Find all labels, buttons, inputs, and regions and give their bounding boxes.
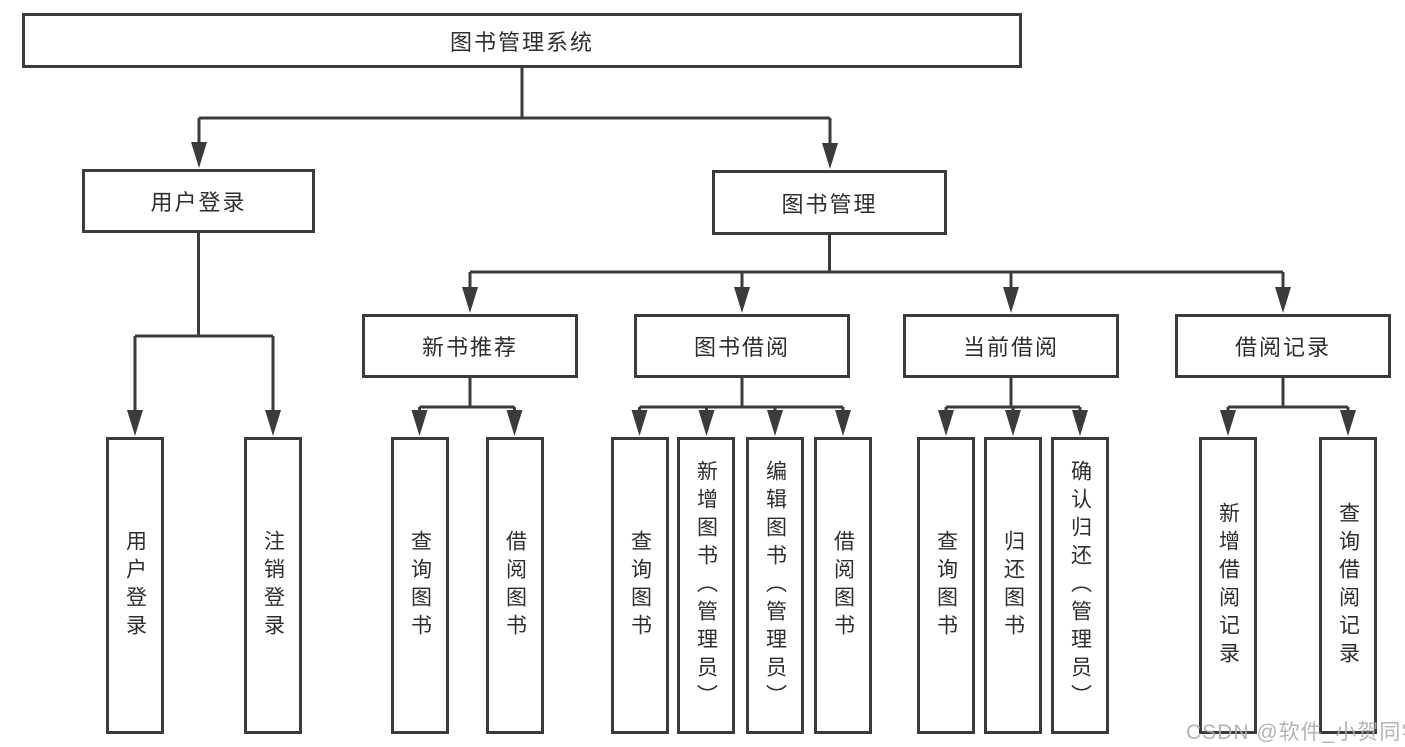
leaf-borrow-books-2: 借阅图书 bbox=[814, 437, 872, 734]
leaf-add-borrow-record: 新增借阅记录 bbox=[1199, 437, 1257, 734]
leaf-logout: 注销登录 bbox=[244, 437, 302, 734]
leaf-borrow-books-2-label: 借阅图书 bbox=[831, 529, 855, 642]
node-current-borrow: 当前借阅 bbox=[903, 314, 1119, 378]
node-user-login: 用户登录 bbox=[82, 169, 315, 233]
leaf-query-books-2-label: 查询图书 bbox=[628, 529, 652, 642]
leaf-query-books-1: 查询图书 bbox=[391, 437, 449, 734]
leaf-query-borrow-record-label: 查询借阅记录 bbox=[1336, 501, 1360, 670]
leaf-query-books-1-label: 查询图书 bbox=[408, 529, 432, 642]
leaf-confirm-return-admin: 确认归还（管理员） bbox=[1051, 437, 1109, 734]
leaf-query-borrow-record: 查询借阅记录 bbox=[1319, 437, 1377, 734]
leaf-edit-books-admin: 编辑图书（管理员） bbox=[746, 437, 804, 734]
node-book-borrow: 图书借阅 bbox=[634, 314, 850, 378]
node-borrow-records: 借阅记录 bbox=[1175, 314, 1391, 378]
leaf-confirm-return-admin-label: 确认归还（管理员） bbox=[1068, 459, 1092, 712]
leaf-add-borrow-record-label: 新增借阅记录 bbox=[1216, 501, 1240, 670]
leaf-user-login-label: 用户登录 bbox=[123, 529, 147, 642]
leaf-add-books-admin: 新增图书（管理员） bbox=[677, 437, 735, 734]
leaf-logout-label: 注销登录 bbox=[261, 529, 285, 642]
leaf-user-login: 用户登录 bbox=[106, 437, 164, 734]
arrowheads bbox=[127, 142, 1356, 436]
leaf-borrow-books-1-label: 借阅图书 bbox=[503, 529, 527, 642]
leaf-edit-books-admin-label: 编辑图书（管理员） bbox=[763, 459, 787, 712]
node-root-system: 图书管理系统 bbox=[22, 13, 1022, 68]
node-book-management: 图书管理 bbox=[712, 170, 947, 235]
leaf-query-books-3-label: 查询图书 bbox=[934, 529, 958, 642]
leaf-return-books-label: 归还图书 bbox=[1001, 529, 1025, 642]
leaf-query-books-3: 查询图书 bbox=[917, 437, 975, 734]
leaf-add-books-admin-label: 新增图书（管理员） bbox=[694, 459, 718, 712]
node-new-book-recommend: 新书推荐 bbox=[362, 314, 578, 378]
leaf-return-books: 归还图书 bbox=[984, 437, 1042, 734]
csdn-watermark: CSDN @软件_小贺同学 bbox=[1186, 721, 1405, 744]
leaf-borrow-books-1: 借阅图书 bbox=[486, 437, 544, 734]
leaf-query-books-2: 查询图书 bbox=[611, 437, 669, 734]
